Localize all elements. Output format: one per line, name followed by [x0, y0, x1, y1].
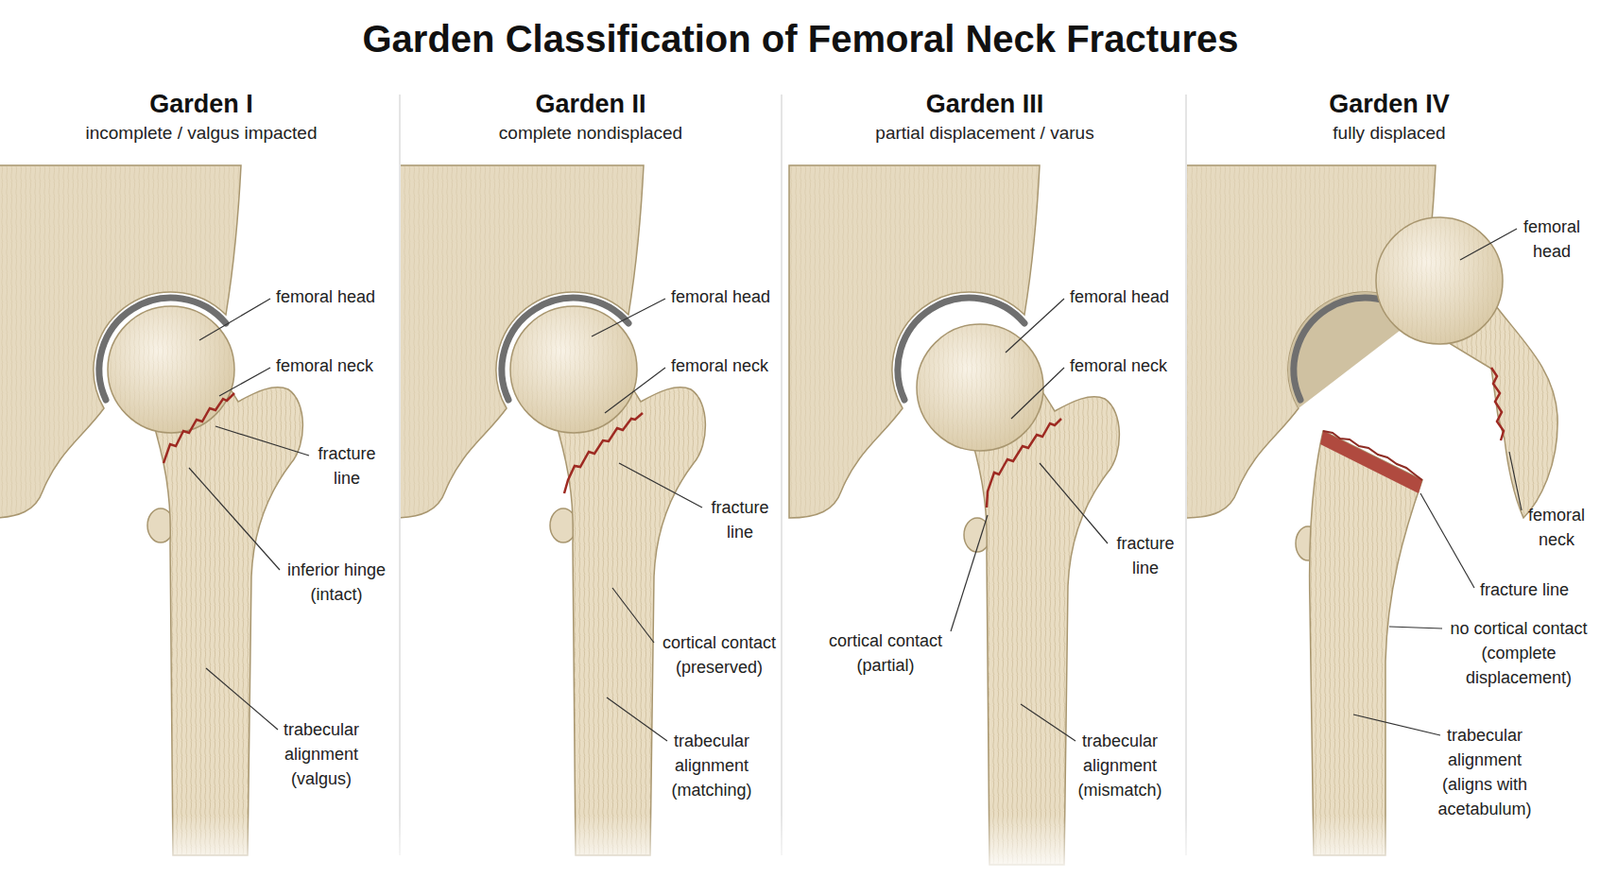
diagram-title: Garden Classification of Femoral Neck Fr…	[362, 16, 1239, 62]
part-label: inferior hinge (intact)	[277, 557, 396, 607]
part-label: trabecular alignment (matching)	[664, 728, 759, 803]
part-label: cortical contact (partial)	[817, 628, 955, 678]
part-label: femoral head	[1516, 214, 1588, 264]
leader-lines	[189, 228, 1522, 741]
part-label: trabecular alignment (mismatch)	[1072, 728, 1168, 803]
panel-subtitle: fully displaced	[1332, 121, 1446, 145]
panel-heading: Garden IV	[1328, 88, 1450, 120]
panel-subtitle: partial displacement / varus	[875, 121, 1094, 145]
part-label: femoral neck	[1069, 353, 1168, 379]
part-label: fracture line	[307, 441, 388, 491]
part-label: fracture line	[1479, 577, 1569, 603]
part-label: trabecular alignment (valgus)	[274, 717, 369, 792]
part-label: femoral neck	[670, 353, 769, 379]
part-label: femoral neck	[1521, 502, 1593, 552]
part-label: femoral head	[275, 284, 376, 310]
part-label: femoral neck	[275, 353, 374, 379]
panel-heading: Garden III	[926, 88, 1045, 120]
part-label: cortical contact (preserved)	[651, 630, 789, 680]
part-label: no cortical contact (complete displaceme…	[1441, 616, 1598, 690]
part-label: fracture line	[1105, 531, 1187, 581]
part-label: femoral head	[670, 284, 771, 310]
part-label: femoral head	[1069, 284, 1170, 310]
part-label: trabecular alignment (aligns with acetab…	[1432, 722, 1537, 822]
part-label: fracture line	[700, 495, 781, 545]
panel-heading: Garden I	[149, 88, 254, 120]
panel-subtitle: incomplete / valgus impacted	[85, 121, 317, 145]
panel-subtitle: complete nondisplaced	[498, 121, 683, 145]
panel-heading: Garden II	[534, 88, 646, 120]
